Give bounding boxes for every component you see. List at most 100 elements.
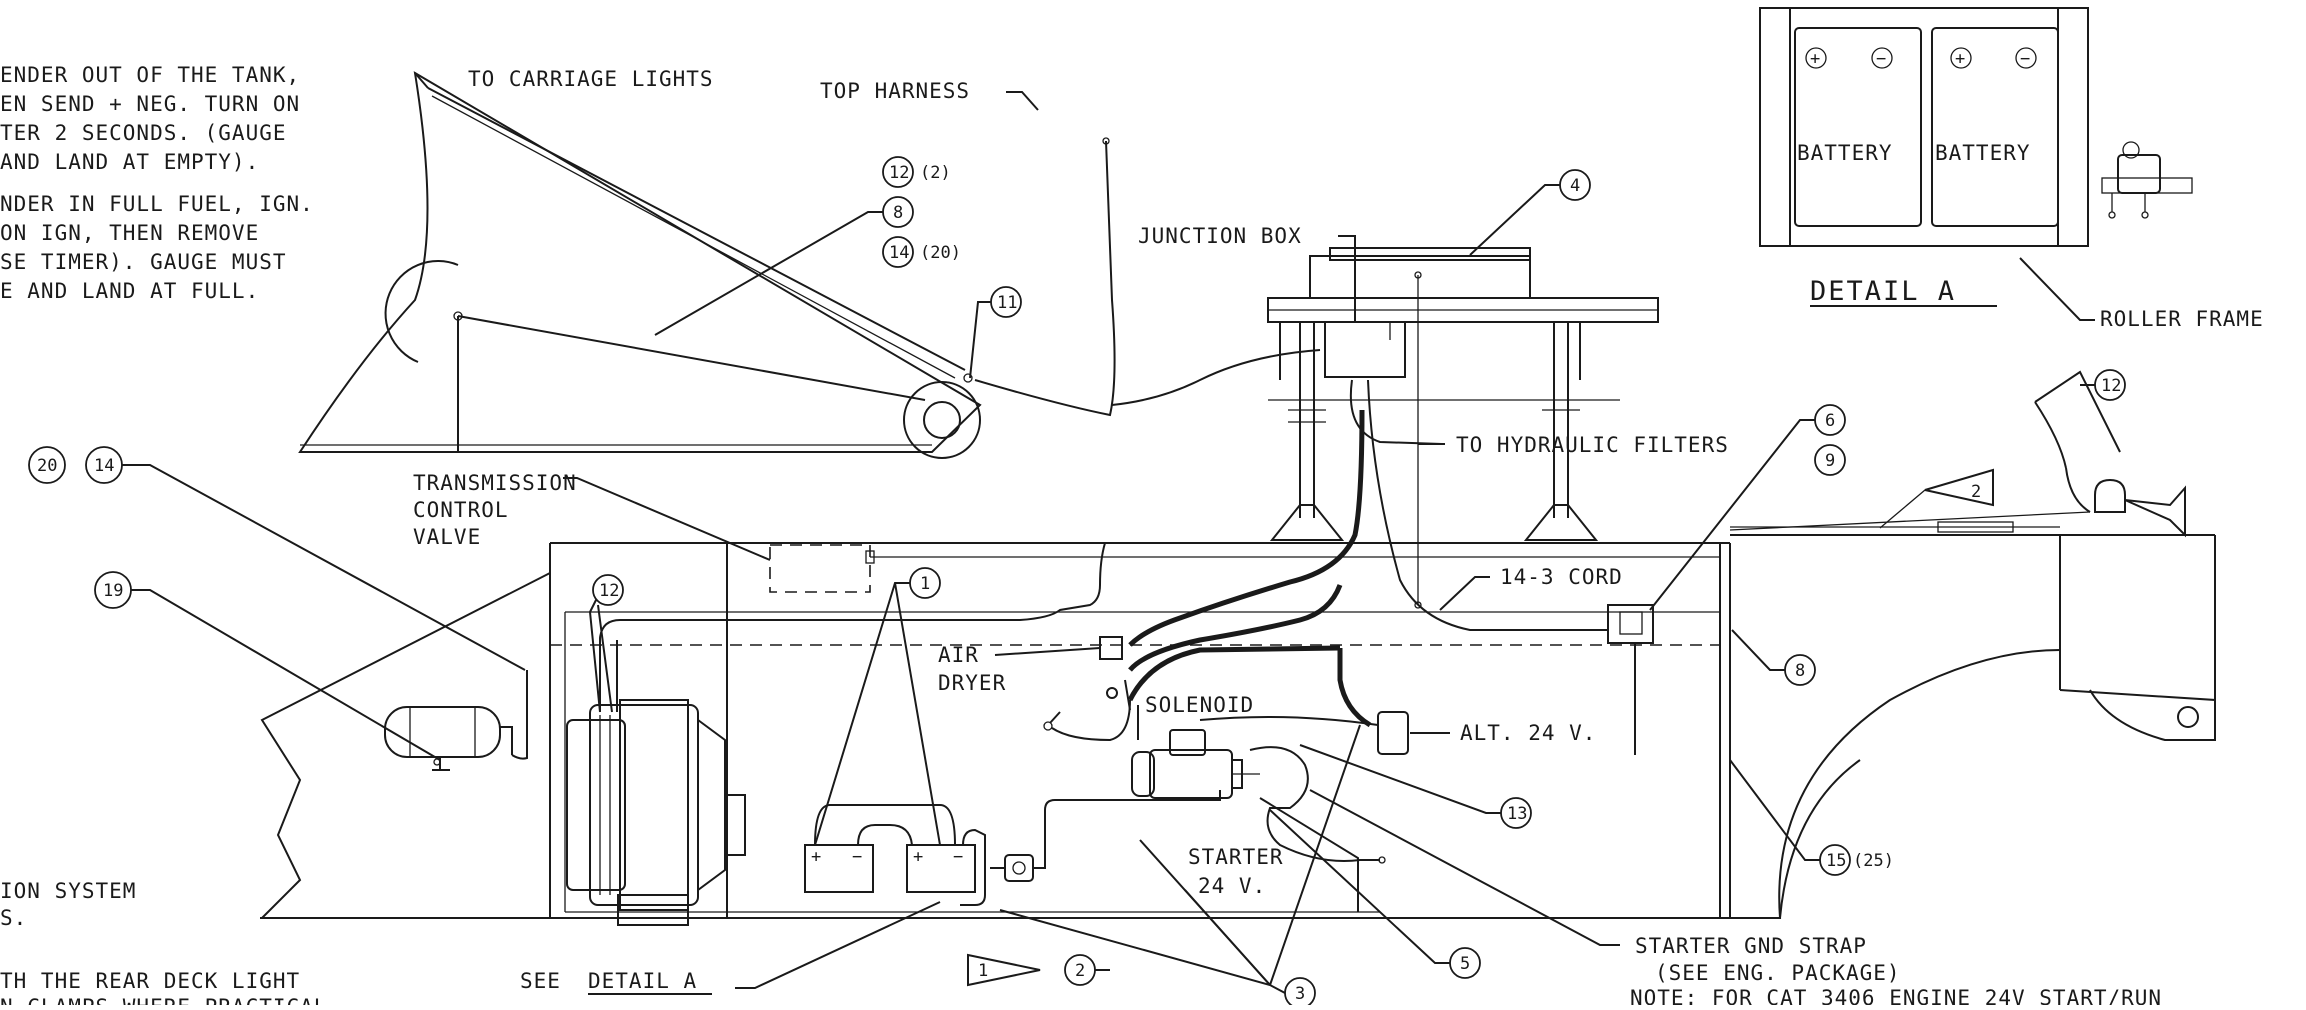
callout-9 [1814, 444, 1846, 476]
svg-text:24 V.: 24 V. [1198, 874, 1266, 898]
note-line: ENDER OUT OF THE TANK, [0, 63, 300, 87]
svg-text:2: 2 [1075, 961, 1085, 981]
svg-text:14: 14 [889, 243, 909, 263]
top-harness-wire [974, 140, 1116, 417]
label-see-detail-ref: DETAIL A [588, 969, 697, 993]
note-line: SE TIMER). GAUGE MUST [0, 250, 287, 274]
main-harness [1128, 409, 1365, 647]
label-alternator: ALT. 24 V. [1460, 721, 1596, 745]
label-to-carriage-lights: TO CARRIAGE LIGHTS [468, 67, 714, 91]
svg-text:−: − [953, 847, 963, 867]
svg-text:8: 8 [893, 203, 903, 223]
svg-text:19: 19 [103, 581, 123, 601]
air-tank [384, 670, 528, 771]
detail-a-title: DETAIL A [1810, 276, 1956, 307]
callout-14 [882, 236, 914, 268]
cord-connector [1607, 604, 1654, 644]
label-top-harness: TOP HARNESS [820, 79, 970, 103]
flag-1 [967, 953, 1041, 987]
label-roller-frame: ROLLER FRAME [2100, 307, 2264, 331]
note-line: S. [0, 906, 27, 930]
svg-text:DRYER: DRYER [938, 671, 1006, 695]
svg-text:+: + [1955, 49, 1965, 69]
junction-box [1324, 321, 1406, 378]
battery-label-left: BATTERY [1797, 141, 1893, 165]
platform [1267, 247, 1659, 541]
svg-text:8: 8 [1795, 661, 1805, 681]
svg-text:13: 13 [1507, 804, 1527, 824]
flag-2 [1924, 468, 1994, 507]
note-line: ON IGN, THEN REMOVE [0, 221, 259, 245]
svg-text:12: 12 [889, 163, 909, 183]
bottom-left-notes: ION SYSTEM S. TH THE REAR DECK LIGHT N C… [0, 879, 327, 1010]
engine [566, 699, 746, 926]
note-line: NDER IN FULL FUEL, IGN. [0, 192, 314, 216]
note-line: TH THE REAR DECK LIGHT [0, 969, 300, 993]
label-starter: STARTER [1188, 845, 1284, 869]
svg-text:(20): (20) [920, 243, 961, 263]
transmission-control-valve [769, 544, 871, 593]
svg-text:+: + [1810, 49, 1820, 69]
battery-right [1931, 27, 2059, 227]
label-starter-gnd-strap: STARTER GND STRAP [1635, 934, 1867, 958]
svg-text:1: 1 [978, 961, 988, 981]
starter-motor [1131, 729, 1260, 799]
note-line: N CLAMPS WHERE PRACTICAL [0, 995, 327, 1005]
detail-a: + − + − BATTERY BATTERY [1759, 7, 2089, 247]
callout-12 [882, 156, 914, 188]
svg-text:11: 11 [997, 293, 1017, 313]
svg-text:CONTROL: CONTROL [413, 498, 509, 522]
label-solenoid: SOLENOID [1145, 693, 1254, 717]
svg-text:+: + [811, 847, 821, 867]
svg-text:−: − [1876, 49, 1886, 69]
callout-20 [28, 446, 66, 484]
label-transmission: TRANSMISSION [413, 471, 577, 495]
alternator [1377, 711, 1409, 755]
svg-text:(2): (2) [920, 163, 951, 183]
rear-lamp [2124, 485, 2186, 538]
svg-text:−: − [2020, 49, 2030, 69]
battery-pair: + − + − [804, 804, 986, 906]
battery [804, 844, 874, 893]
svg-text:−: − [852, 847, 862, 867]
note-line: E AND LAND AT FULL. [0, 279, 259, 303]
svg-text:12: 12 [2101, 376, 2121, 396]
battery-label-right: BATTERY [1935, 141, 2031, 165]
main-frame [260, 542, 1731, 919]
note-line: TER 2 SECONDS. (GAUGE [0, 121, 287, 145]
air-dryer [1099, 636, 1123, 660]
battery-box [1759, 7, 2089, 247]
svg-text:20: 20 [37, 456, 57, 476]
note-line: AND LAND AT EMPTY). [0, 150, 259, 174]
svg-text:5: 5 [1460, 954, 1470, 974]
boom-pivot [903, 381, 981, 459]
svg-text:12: 12 [599, 581, 619, 601]
label-junction-box: JUNCTION BOX [1138, 224, 1302, 248]
label-to-hydraulic-filters: TO HYDRAULIC FILTERS [1456, 433, 1729, 457]
label-air-dryer: AIR [938, 643, 979, 667]
rear-section [1730, 521, 2216, 919]
boom-outline [298, 71, 982, 453]
svg-text:1: 1 [920, 574, 930, 594]
battery-disconnect [990, 790, 1221, 882]
svg-text:3: 3 [1295, 984, 1305, 1004]
svg-text:9: 9 [1825, 451, 1835, 471]
svg-text:(SEE ENG. PACKAGE): (SEE ENG. PACKAGE) [1655, 961, 1901, 985]
boom-arm [298, 71, 982, 459]
svg-text:VALVE: VALVE [413, 525, 481, 549]
label-see-detail: SEE [520, 969, 561, 993]
svg-text:4: 4 [1570, 176, 1580, 196]
svg-text:6: 6 [1825, 411, 1835, 431]
rear-deck-light [2094, 478, 2126, 513]
top-left-notes: ENDER OUT OF THE TANK, EN SEND + NEG. TU… [0, 63, 314, 303]
disconnect-switch-detail [2101, 141, 2193, 219]
svg-text:15: 15 [1826, 851, 1846, 871]
note-line: ION SYSTEM [0, 879, 136, 903]
battery [906, 844, 976, 893]
svg-text:(25): (25) [1853, 851, 1894, 871]
label-14-3-cord: 14-3 CORD [1500, 565, 1623, 589]
callout-12-left [592, 574, 624, 606]
note-line: EN SEND + NEG. TURN ON [0, 92, 300, 116]
battery-left [1794, 27, 1922, 227]
